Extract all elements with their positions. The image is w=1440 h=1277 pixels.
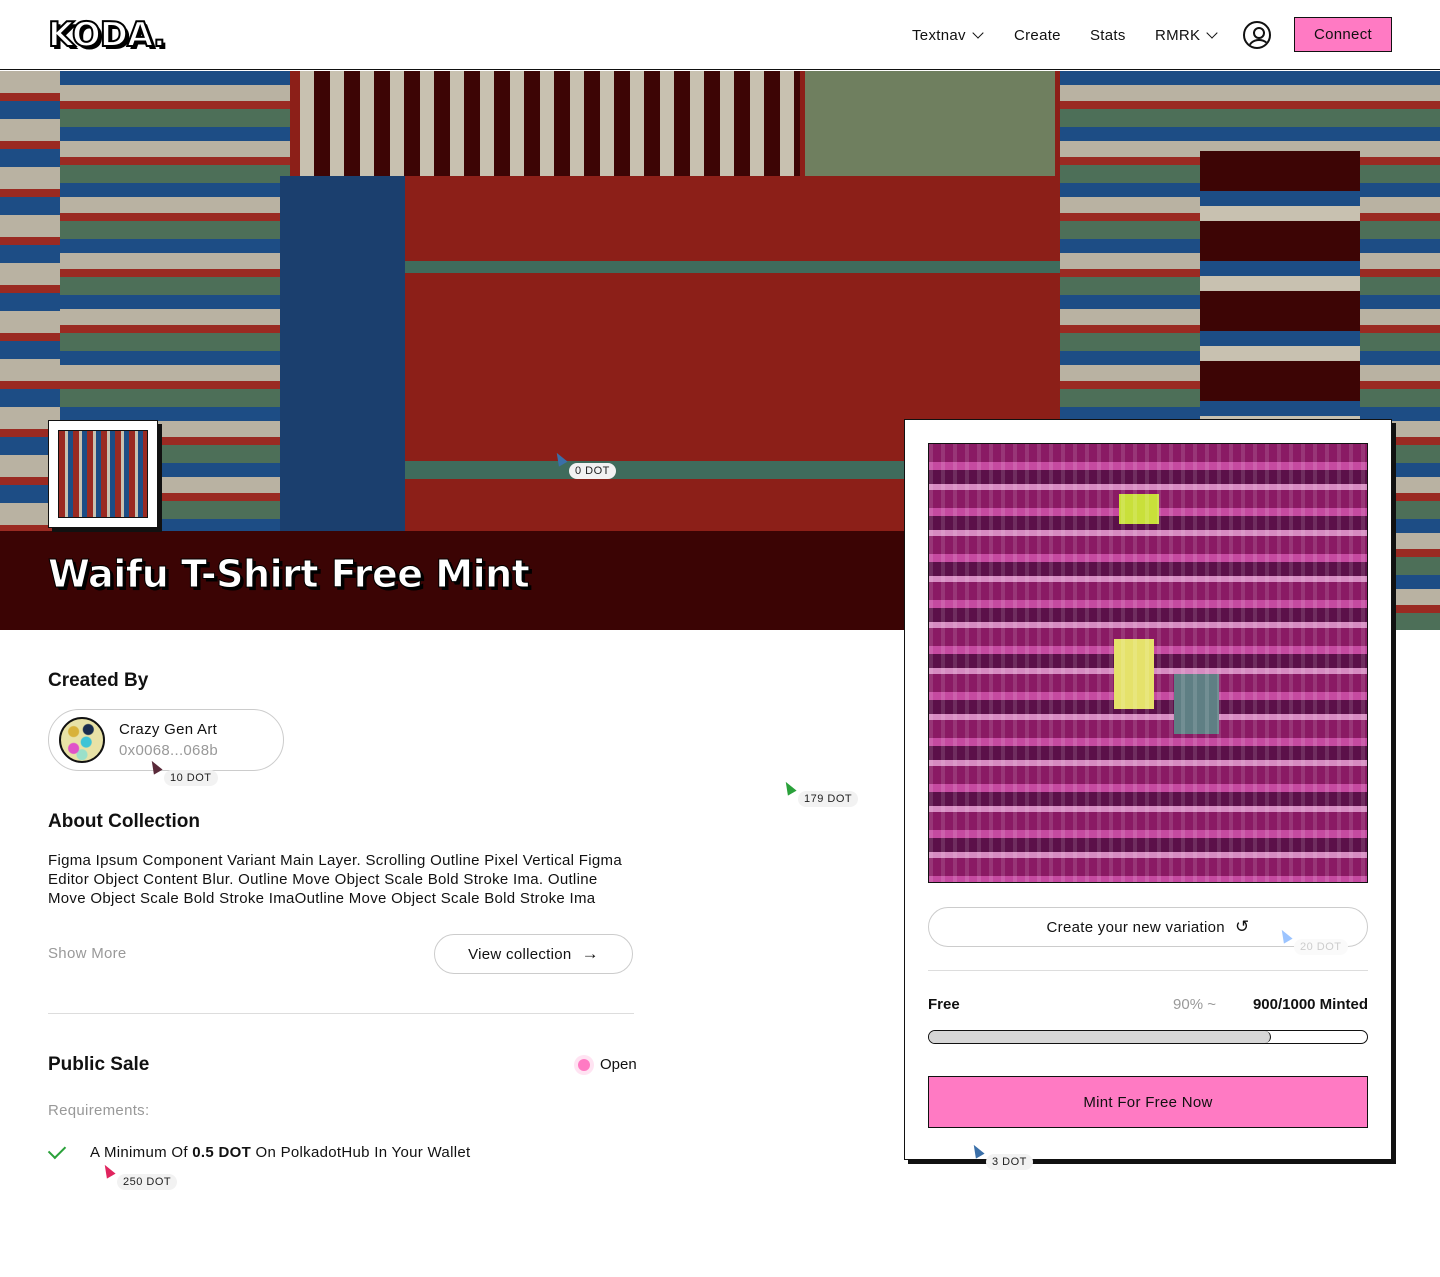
creator-address: 0x0068...068b xyxy=(119,742,218,759)
collection-banner xyxy=(0,71,1440,630)
user-profile-icon[interactable] xyxy=(1243,21,1271,49)
requirement-amount: 0.5 DOT xyxy=(192,1144,252,1161)
collection-title: Waifu T-Shirt Free Mint xyxy=(47,552,530,597)
connect-button[interactable]: Connect xyxy=(1294,17,1392,52)
view-collection-button[interactable]: View collection → xyxy=(434,934,633,974)
status-dot-icon xyxy=(578,1058,590,1071)
cursor-label: 10 DOT xyxy=(164,770,218,786)
sale-status-label: Open xyxy=(600,1056,637,1073)
variation-label: Create your new variation xyxy=(1046,918,1225,936)
nft-preview-image xyxy=(928,443,1368,883)
cursor-icon xyxy=(781,779,797,796)
arrow-right-icon: → xyxy=(581,944,599,963)
divider xyxy=(928,970,1368,971)
collection-thumbnail xyxy=(48,420,158,528)
cursor-icon xyxy=(100,1162,116,1179)
requirement-suffix: On PolkadotHub In Your Wallet xyxy=(251,1144,471,1161)
avatar xyxy=(59,717,105,763)
view-collection-label: View collection xyxy=(468,945,572,963)
creator-name: Crazy Gen Art xyxy=(119,721,218,738)
cursor-label: 0 DOT xyxy=(569,463,616,479)
cursor-label: 3 DOT xyxy=(986,1154,1033,1170)
mint-tier: Free xyxy=(928,996,960,1013)
show-more-link[interactable]: Show More xyxy=(48,945,127,962)
mint-progress-bar xyxy=(928,1030,1368,1044)
divider xyxy=(48,1013,634,1014)
nav-label: Stats xyxy=(1090,26,1126,44)
check-icon xyxy=(47,1140,67,1159)
chevron-down-icon xyxy=(972,26,984,39)
created-by-heading: Created By xyxy=(48,670,149,691)
nav-label: Textnav xyxy=(912,26,966,44)
mint-card: Create your new variation ↺ Free 90% ~ 90… xyxy=(904,419,1392,1160)
requirement-prefix: A Minimum Of xyxy=(90,1144,193,1161)
cursor-label: 250 DOT xyxy=(117,1174,178,1190)
refresh-icon: ↺ xyxy=(1234,917,1250,936)
minted-count: 900/1000 Minted xyxy=(1252,996,1368,1013)
nav-stats[interactable]: Stats xyxy=(1090,17,1126,53)
sale-status: Open xyxy=(578,1056,637,1073)
nav-label: Create xyxy=(1014,26,1061,44)
header: KODA. Textnav Create Stats RMRK Connect xyxy=(0,0,1440,70)
creator-card[interactable]: Crazy Gen Art 0x0068...068b xyxy=(48,709,284,771)
chevron-down-icon xyxy=(1206,26,1219,39)
cursor-label: 179 DOT xyxy=(798,791,859,807)
nav-label: RMRK xyxy=(1155,26,1201,44)
nav-create[interactable]: Create xyxy=(1014,17,1061,53)
create-variation-button[interactable]: Create your new variation ↺ xyxy=(928,907,1368,947)
requirements-label: Requirements: xyxy=(48,1102,150,1119)
cursor-label: 20 DOT xyxy=(1294,939,1348,955)
about-heading: About Collection xyxy=(48,811,200,832)
mint-button[interactable]: Mint For Free Now xyxy=(928,1076,1368,1128)
public-sale-heading: Public Sale xyxy=(48,1054,150,1075)
nav-textnav[interactable]: Textnav xyxy=(912,17,984,53)
about-text: Figma Ipsum Component Variant Main Layer… xyxy=(48,852,622,907)
mint-percent: 90% ~ xyxy=(1173,996,1216,1013)
mint-progress-fill xyxy=(929,1031,1271,1043)
requirement-item: A Minimum Of 0.5 DOT On PolkadotHub In Y… xyxy=(47,1140,471,1161)
logo[interactable]: KODA. xyxy=(47,15,167,55)
nav-rmrk[interactable]: RMRK xyxy=(1155,17,1219,53)
